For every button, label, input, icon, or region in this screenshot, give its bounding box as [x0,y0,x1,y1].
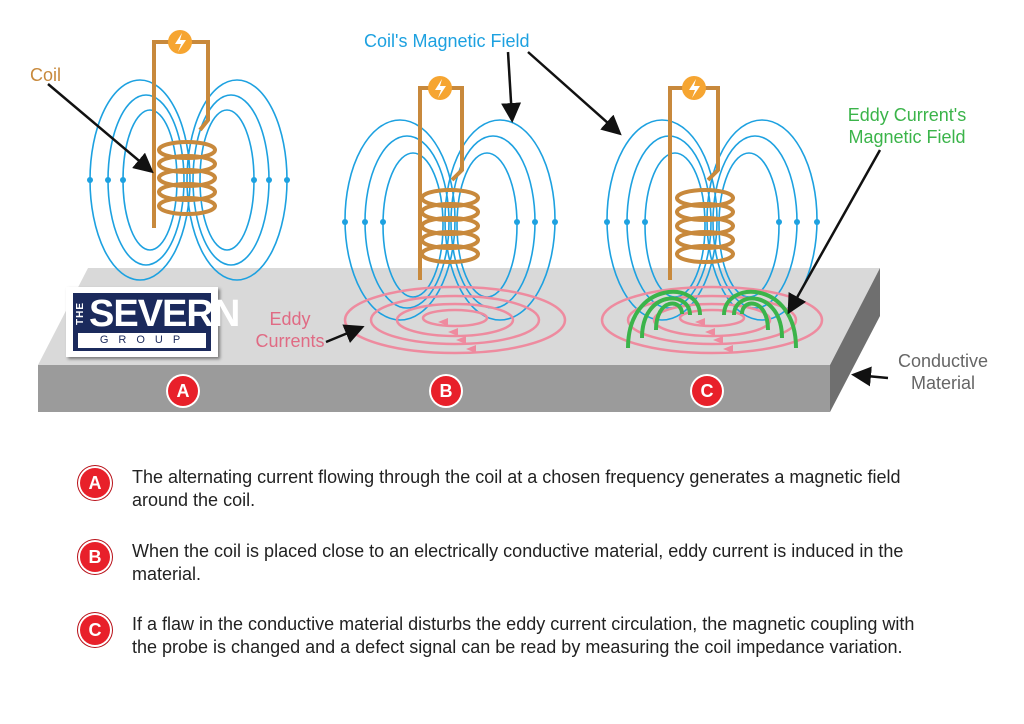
eddy-currents-label: Eddy Currents [255,309,325,351]
item-badge-c: C [80,615,110,645]
eddy-arrows-b [438,318,476,353]
eddy-field-arcs [626,289,798,349]
field-dots-c [604,219,820,225]
explanation-item-a: A The alternating current flowing throug… [80,466,940,512]
power-source-icon [428,76,452,100]
conductive-material-label: Conductive Material [897,351,989,393]
field-dots-b [342,219,558,225]
panel-marker-b: B [431,376,461,406]
item-text-b: When the coil is placed close to an elec… [132,541,904,584]
eddy-current-diagram: Coil Coil's Magnetic Field Eddy Current'… [30,30,989,412]
coil-c [668,86,735,280]
panel-marker-c: C [692,376,722,406]
item-badge-a: A [80,468,110,498]
eddy-current-rings-c [600,285,824,355]
coil-b [418,86,480,280]
eddy-field-label: Eddy Current's Magnetic Field [847,105,967,147]
diagram-canvas [38,30,889,412]
power-source-icon [168,30,192,54]
panel-marker-a: A [168,376,198,406]
severn-group-logo: THE SEVERN GROUP [66,287,240,357]
field-dots-a [87,177,290,183]
explanation-item-b: B When the coil is placed close to an el… [80,540,940,586]
logo-sub: GROUP [78,333,206,348]
coil-a [152,40,217,228]
explanation-item-c: C If a flaw in the conductive material d… [80,613,940,659]
item-text-c: If a flaw in the conductive material dis… [132,614,915,657]
power-source-icon [682,76,706,100]
logo-prefix: THE [75,302,86,326]
eddy-current-rings-b [343,285,567,355]
coil-label: Coil [30,65,62,85]
callout-arrows [47,51,889,387]
item-badge-b: B [80,542,110,572]
logo-name: SEVERN [89,293,240,335]
coil-field-label: Coil's Magnetic Field [364,31,530,51]
field-lines-a [89,79,288,281]
eddy-arrows-c [695,318,733,353]
item-text-a: The alternating current flowing through … [132,467,901,510]
